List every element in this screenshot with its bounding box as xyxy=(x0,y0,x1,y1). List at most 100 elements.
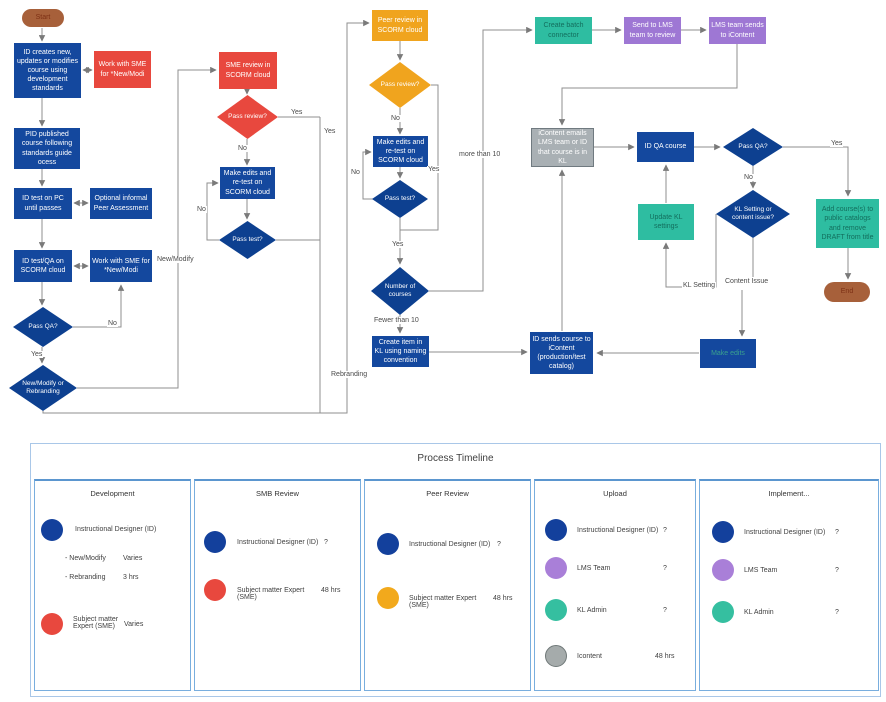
node-test-qa-scorm: ID test/QA on SCORM cloud xyxy=(14,250,72,282)
legend-value: ? xyxy=(835,529,839,536)
legend-value: 48 hrs xyxy=(493,595,513,602)
node-label: Pass QA? xyxy=(28,323,58,331)
legend-value: ? xyxy=(324,539,328,546)
lane-header: Implement... xyxy=(768,489,810,498)
edge-label-yes: Yes xyxy=(290,109,304,116)
legend-value: ? xyxy=(497,541,501,548)
node-label: ID test on PC until passes xyxy=(22,195,64,212)
lane-header: SMB Review xyxy=(256,489,299,498)
edge-label-yes: Yes xyxy=(323,128,337,135)
node-work-with-sme-1: Work with SME for *New/Modi xyxy=(94,51,151,88)
lms-team-dot-icon xyxy=(545,557,567,579)
edge-label-kl-setting: KL Setting xyxy=(682,282,717,289)
node-end-terminator: End xyxy=(824,282,870,302)
node-label: Pass test? xyxy=(384,195,416,203)
legend-label: - New/Modify xyxy=(65,555,106,562)
edge-label-no: No xyxy=(350,169,361,176)
legend-label: KL Admin xyxy=(744,609,774,616)
node-work-with-sme-2: Work with SME for *New/Modi xyxy=(90,250,152,282)
node-label: Make edits and re-test on SCORM cloud xyxy=(223,170,272,196)
node-label: ID test/QA on SCORM cloud xyxy=(20,257,66,274)
instructional-designer-dot-icon xyxy=(377,533,399,555)
edge-label-no: No xyxy=(107,320,118,327)
edge-label-yes: Yes xyxy=(391,241,405,248)
node-send-to-lms: Send to LMS team to review xyxy=(624,17,681,44)
node-label: Work with SME for *New/Modi xyxy=(92,257,150,274)
node-make-edits-sme: Make edits and re-test on SCORM cloud xyxy=(220,167,275,199)
node-label: ID creates new, updates or modifies cour… xyxy=(16,48,79,93)
legend-label: Subject matter Expert (SME) xyxy=(73,616,119,630)
node-label: ID QA course xyxy=(644,143,687,151)
legend-label: - Rebranding xyxy=(65,574,106,581)
node-sme-review: SME review in SCORM cloud xyxy=(219,52,277,89)
node-label: Make edits and re-test on SCORM cloud xyxy=(376,138,425,165)
node-label: Update KL settings xyxy=(649,213,683,230)
icontent-dot-icon xyxy=(545,645,567,667)
node-label: Pass QA? xyxy=(738,143,768,151)
node-peer-review: Peer review in SCORM cloud xyxy=(372,10,428,41)
node-optional-peer-assessment: Optional informal Peer Assessment xyxy=(90,188,152,219)
instructional-designer-dot-icon xyxy=(545,519,567,541)
edge-label-rebranding: Rebranding xyxy=(330,371,369,378)
legend-value: 48 hrs xyxy=(655,653,675,660)
node-label: Add course(s) to public catalogs and rem… xyxy=(821,206,874,241)
sme-dot-icon xyxy=(377,587,399,609)
edge-label-content-issue: Content Issue xyxy=(724,278,770,285)
node-label: Number of courses xyxy=(384,283,416,298)
legend-value: ? xyxy=(835,609,839,616)
node-label: Work with SME for *New/Modi xyxy=(98,61,147,78)
node-label: LMS team sends to iContent xyxy=(711,22,764,39)
legend-value: ? xyxy=(663,565,667,572)
node-label: Optional informal Peer Assessment xyxy=(93,195,149,212)
sme-dot-icon xyxy=(204,579,226,601)
legend-label: LMS Team xyxy=(577,565,611,572)
legend-value: Varies xyxy=(124,621,144,628)
node-label: KL Setting or content issue? xyxy=(732,206,774,221)
node-label: ID sends course to iContent (production/… xyxy=(532,335,591,371)
node-label: Start xyxy=(35,14,51,22)
kl-admin-dot-icon xyxy=(712,601,734,623)
node-make-edits-peer: Make edits and re-test on SCORM cloud xyxy=(373,136,428,167)
node-label: iContent emails LMS team or ID that cour… xyxy=(537,130,588,165)
lane-header: Development xyxy=(90,489,135,498)
node-create-batch-connector: Create batch connector xyxy=(535,17,592,44)
legend-label: KL Admin xyxy=(577,607,607,614)
node-label: Create item in KL using naming conventio… xyxy=(374,338,427,365)
edge-label-more-than-10: more than 10 xyxy=(458,151,502,158)
kl-admin-dot-icon xyxy=(545,599,567,621)
lane-implement: Implement... Instructional Designer (ID)… xyxy=(699,479,879,691)
lane-upload: Upload Instructional Designer (ID) ? LMS… xyxy=(534,479,696,691)
node-id-sends-course: ID sends course to iContent (production/… xyxy=(530,332,593,374)
instructional-designer-dot-icon xyxy=(41,519,63,541)
lane-development: Development Instructional Designer (ID) … xyxy=(34,479,191,691)
edge-label-yes: Yes xyxy=(830,140,844,147)
node-label: SME review in SCORM cloud xyxy=(225,62,271,79)
edge-label-no: No xyxy=(196,206,207,213)
node-start-terminator: Start xyxy=(22,9,64,27)
edge-label-yes: Yes xyxy=(427,166,441,173)
edge-label-no: No xyxy=(390,115,401,122)
node-label: Peer review in SCORM cloud xyxy=(377,17,423,34)
legend-label: Instructional Designer (ID) xyxy=(577,527,659,534)
legend-value: ? xyxy=(663,527,667,534)
legend-label: Instructional Designer (ID) xyxy=(237,539,319,546)
legend-label: Instructional Designer (ID) xyxy=(75,526,157,533)
node-label: Create batch connector xyxy=(543,22,584,39)
instructional-designer-dot-icon xyxy=(712,521,734,543)
node-make-edits-final: Make edits xyxy=(700,339,756,368)
node-published-course: PID published course following standards… xyxy=(14,128,80,169)
node-update-kl-settings: Update KL settings xyxy=(638,204,694,240)
legend-value: Varies xyxy=(123,555,143,562)
instructional-designer-dot-icon xyxy=(204,531,226,553)
node-add-courses-catalog: Add course(s) to public catalogs and rem… xyxy=(816,199,879,248)
node-label: Pass review? xyxy=(380,81,420,89)
node-create-item-kl: Create item in KL using naming conventio… xyxy=(372,336,429,367)
node-label: PID published course following standards… xyxy=(21,131,73,166)
node-lms-sends-icontent: LMS team sends to iContent xyxy=(709,17,766,44)
edge-label-no: No xyxy=(237,145,248,152)
node-label: Pass review? xyxy=(228,113,267,121)
lane-peer-review: Peer Review Instructional Designer (ID) … xyxy=(364,479,531,691)
sme-dot-icon xyxy=(41,613,63,635)
